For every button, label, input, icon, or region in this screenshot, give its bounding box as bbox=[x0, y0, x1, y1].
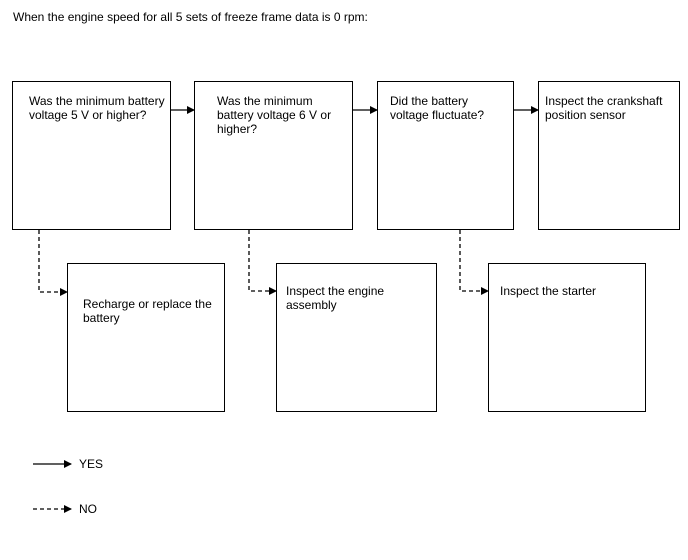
node-voltage-fluctuate-text: Did the battery voltage fluctuate? bbox=[390, 94, 485, 122]
node-min-voltage-6v: Was the minimum battery voltage 6 V or h… bbox=[194, 81, 353, 230]
node-voltage-fluctuate: Did the battery voltage fluctuate? bbox=[377, 81, 514, 230]
no-arrow-fluctuate-to-starter bbox=[459, 230, 489, 295]
node-recharge-battery-text: Recharge or replace the battery bbox=[83, 297, 212, 325]
node-inspect-engine-text: Inspect the engine assembly bbox=[286, 284, 385, 312]
node-inspect-starter: Inspect the starter bbox=[488, 263, 646, 412]
node-min-voltage-6v-text: Was the minimum battery voltage 6 V or h… bbox=[217, 94, 332, 136]
node-min-voltage-5v-text: Was the minimum battery voltage 5 V or h… bbox=[29, 94, 165, 122]
node-inspect-starter-text: Inspect the starter bbox=[500, 284, 597, 298]
node-inspect-crankshaft: Inspect the crankshaft position sensor bbox=[538, 81, 680, 230]
node-recharge-battery: Recharge or replace the battery bbox=[67, 263, 225, 412]
diagram-heading: When the engine speed for all 5 sets of … bbox=[13, 10, 368, 24]
legend-no-label: NO bbox=[79, 502, 97, 516]
no-arrow-5v-to-recharge bbox=[38, 230, 68, 296]
node-inspect-engine: Inspect the engine assembly bbox=[276, 263, 437, 412]
no-arrow-6v-to-engine bbox=[248, 230, 277, 295]
node-inspect-crankshaft-text: Inspect the crankshaft position sensor bbox=[545, 94, 663, 122]
node-min-voltage-5v: Was the minimum battery voltage 5 V or h… bbox=[12, 81, 171, 230]
legend-yes-label: YES bbox=[79, 457, 104, 471]
